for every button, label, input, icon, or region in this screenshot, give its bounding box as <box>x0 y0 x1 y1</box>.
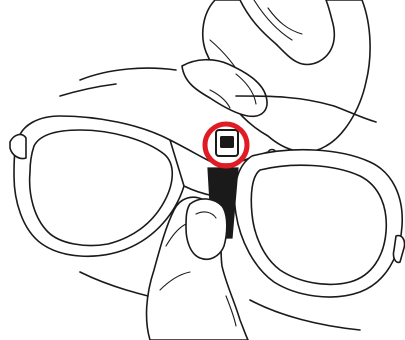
goggle-insert-illustration <box>0 0 405 340</box>
